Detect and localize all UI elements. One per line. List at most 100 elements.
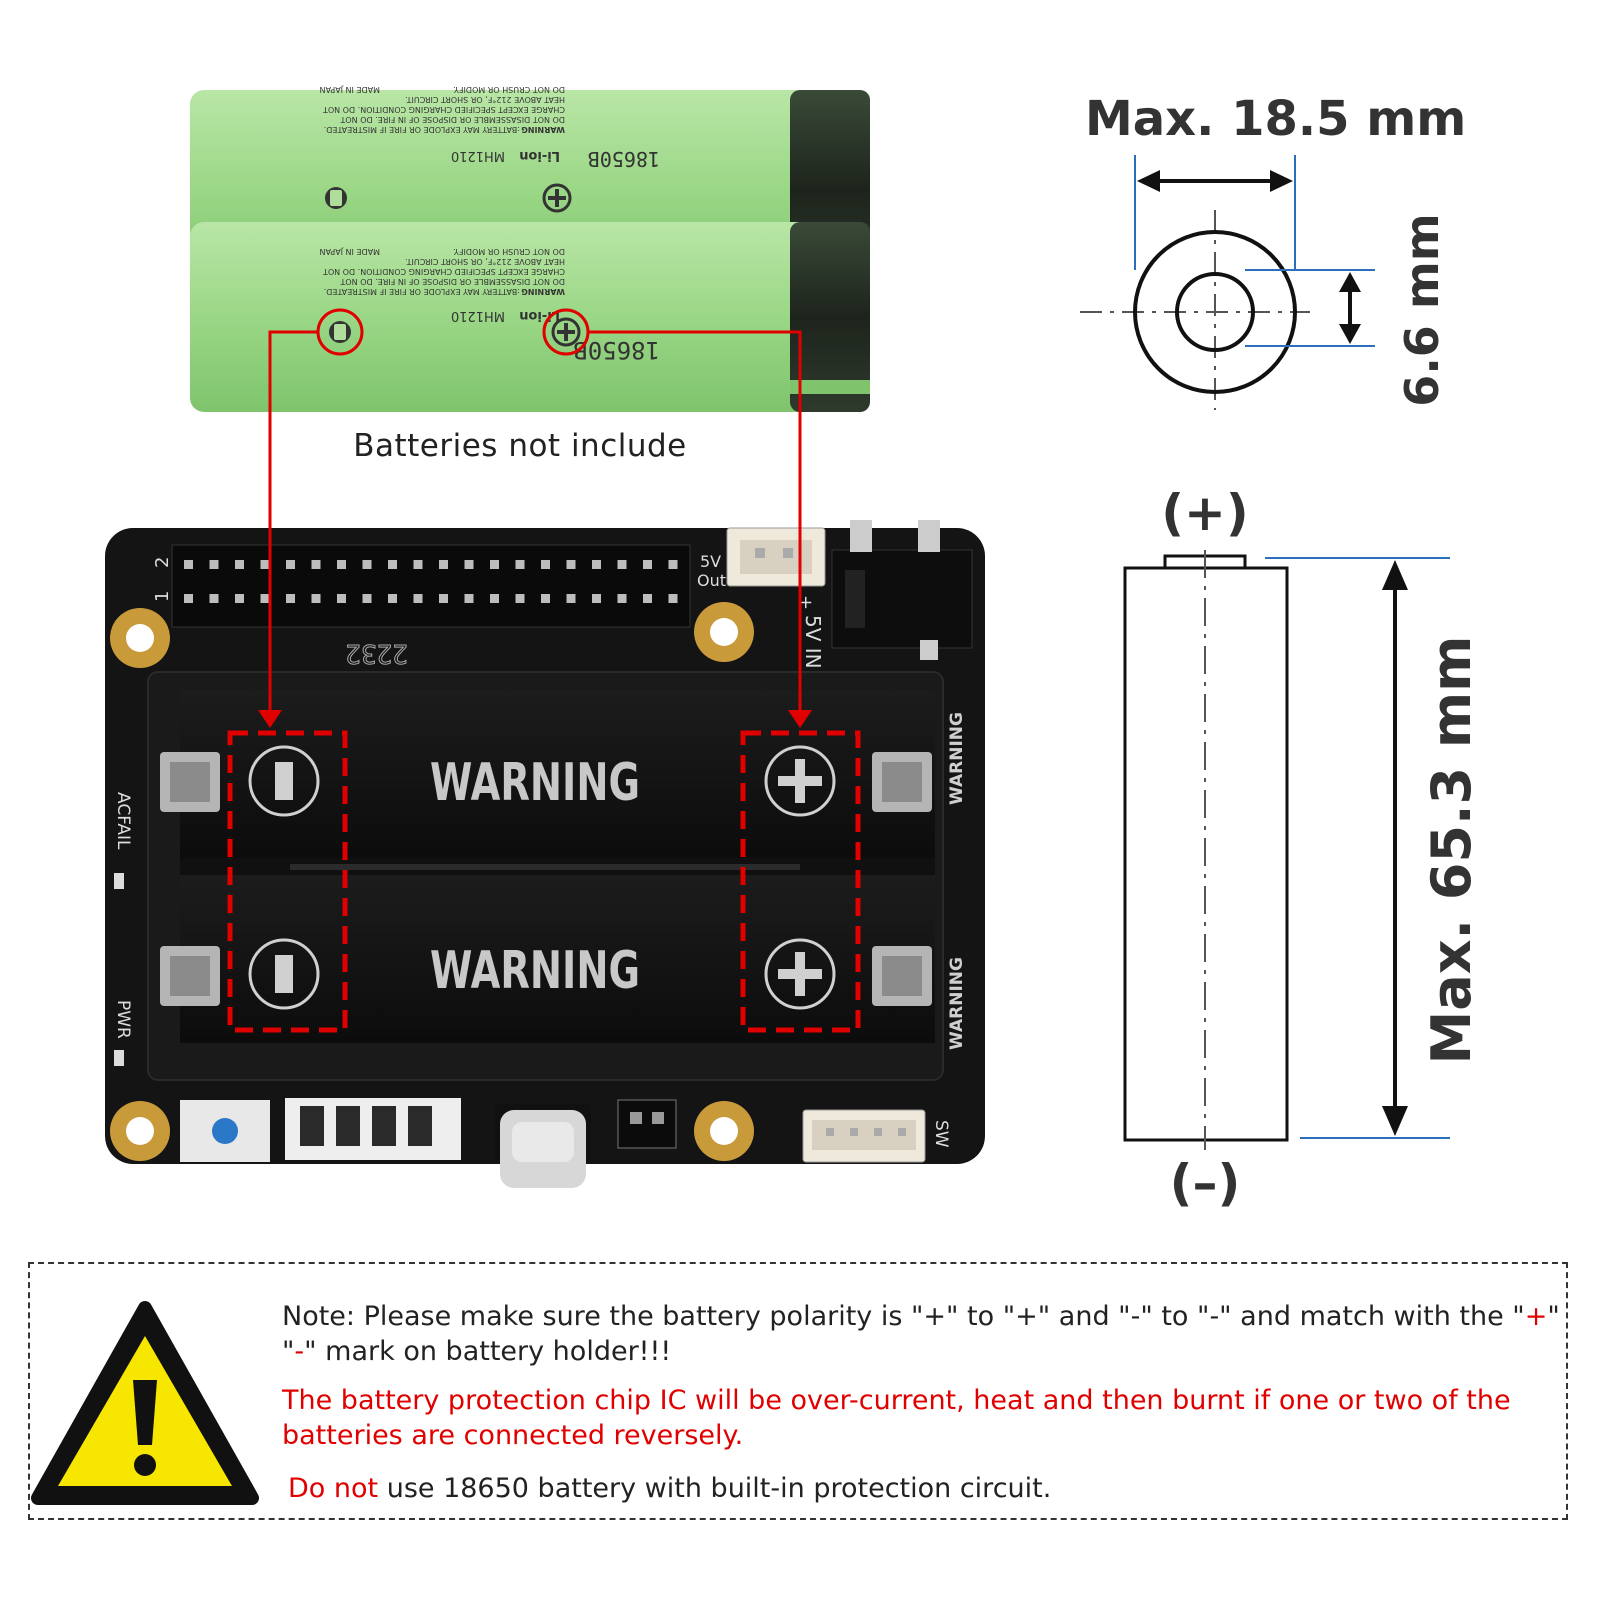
- battery-front-plus-icon: [551, 317, 581, 347]
- battery-origin-label: MADE IN JAPAN: [320, 247, 380, 256]
- mounting-hole: [110, 608, 170, 668]
- battery-warning-line: CHARGE EXCEPT SPECIFIED CHARGING CONDITI…: [323, 267, 565, 276]
- battery-code-label: MH1210: [451, 308, 505, 323]
- battery-front: 18650B Li-ion MH1210 WARNING :BATTERY MA…: [190, 222, 870, 412]
- holder-warning-top: WARNING: [430, 753, 640, 813]
- plus-arrow-line: [588, 330, 802, 712]
- gpio-pin: [362, 594, 372, 603]
- battery-warning-line: HEAT ABOVE 212°F, OR SHORT CIRCUIT.: [405, 95, 565, 104]
- chip-code-label: 2232: [345, 638, 408, 668]
- pin-1-label: 1: [152, 591, 173, 602]
- 5v-in-label: 5V IN: [801, 615, 825, 669]
- battery-warning-line: DO NOT CRUSH OR MODIFY.: [453, 247, 565, 256]
- battery-back-print: 18650B Li-ion MH1210 WARNING :BATTERY MA…: [320, 85, 660, 171]
- battery-contact: [872, 752, 932, 812]
- side-warning-bottom: WARNING: [947, 957, 967, 1050]
- pcb-board: 2 1 2232 5V Out + 5V IN WARNING WARNING: [105, 520, 985, 1188]
- gpio-pin: [541, 594, 550, 603]
- gpio-pin: [235, 560, 244, 569]
- gpio-pin: [260, 560, 270, 569]
- battery-back-plus-icon: [542, 183, 572, 213]
- gpio-pin: [184, 560, 193, 569]
- pwr-label: PWR: [113, 1000, 133, 1039]
- battery-type-label: Li-ion: [519, 148, 560, 163]
- holder-plus-icon: [764, 938, 836, 1010]
- dc-jack: [831, 520, 973, 660]
- acfail-led: [114, 873, 124, 889]
- polarity-note-suffix: " mark on battery holder!!!: [304, 1336, 672, 1367]
- terminal-size-label: 6.6 mm: [1395, 213, 1449, 406]
- gpio-pin: [566, 594, 576, 603]
- battery-warning-title: WARNING: [521, 287, 565, 296]
- polarity-note-minus: -: [294, 1336, 305, 1367]
- gpio-pin: [337, 560, 346, 569]
- gpio-pin: [439, 560, 448, 569]
- battery-model-label: 18650B: [588, 147, 660, 171]
- gpio-pin: [541, 560, 550, 569]
- gpio-header: [171, 544, 691, 628]
- polarity-note-plus: +: [1524, 1301, 1548, 1332]
- gpio-pin: [566, 560, 576, 569]
- sw-connector: [802, 1109, 926, 1163]
- battery-contact: [160, 752, 220, 812]
- plus-sign-label: +: [795, 595, 816, 610]
- battery-warning-line: CHARGE EXCEPT SPECIFIED CHARGING CONDITI…: [323, 105, 565, 114]
- battery-code-label: MH1210: [451, 148, 505, 163]
- batteries-caption: Batteries not include: [353, 428, 687, 464]
- battery-warning-line: DO NOT DISASSEMBLE OR DISPOSE OF IN FIRE…: [340, 115, 565, 124]
- pin-2-label: 2: [152, 557, 173, 568]
- sw-label: SW: [931, 1120, 951, 1148]
- plus-arrow-head-icon: [788, 710, 812, 728]
- gpio-pin: [643, 560, 652, 569]
- gpio-pin: [209, 594, 219, 603]
- gpio-pin: [464, 594, 474, 603]
- battery-warning-title: WARNING: [521, 125, 565, 134]
- gpio-pin: [643, 594, 652, 603]
- battery-origin-label: MADE IN JAPAN: [320, 85, 380, 94]
- minus-arrow-head-icon: [258, 710, 282, 728]
- protection-note: Do not use 18650 battery with built-in p…: [288, 1471, 1572, 1506]
- holder-minus-icon: [248, 938, 320, 1010]
- polarity-note-mid: " ": [282, 1301, 1560, 1367]
- gpio-pin: [668, 560, 678, 569]
- push-button: [180, 1100, 270, 1162]
- battery-back-minus-icon: [325, 187, 347, 209]
- battery-type-label: Li-ion: [519, 308, 560, 323]
- out-label: Out: [697, 571, 726, 590]
- protection-note-text: use 18650 battery with built-in protecti…: [378, 1473, 1052, 1504]
- 5v-out-label: 5V: [700, 552, 721, 571]
- side-view-diagram: (+) Max. 65.3 mm (–): [1123, 484, 1483, 1212]
- acfail-label: ACFAIL: [113, 792, 133, 850]
- battery-warning-line: :BATTERY MAY EXPLODE OR FIRE IF MISTREAT…: [324, 125, 520, 134]
- note-text: Note: Please make sure the battery polar…: [282, 1299, 1572, 1520]
- gpio-pin: [490, 594, 499, 603]
- gpio-pin: [413, 594, 423, 603]
- holder-minus-icon: [248, 745, 320, 817]
- gpio-pin: [617, 560, 627, 569]
- gpio-pin: [388, 594, 397, 603]
- gpio-pin: [286, 560, 295, 569]
- battery-contact: [872, 946, 932, 1006]
- holder-plus-icon: [764, 745, 836, 817]
- cell-terminal-circle: [1175, 272, 1255, 352]
- battery-warning-line: DO NOT DISASSEMBLE OR DISPOSE OF IN FIRE…: [340, 277, 565, 286]
- diameter-label: Max. 18.5 mm: [1085, 91, 1466, 147]
- minus-dashed-box: [227, 730, 348, 1033]
- battery-front-print: 18650B Li-ion MH1210 WARNING :BATTERY MA…: [320, 247, 660, 364]
- minus-arrow-line: [268, 330, 318, 712]
- warning-triangle-icon: [31, 1301, 259, 1505]
- jumper: [617, 1099, 677, 1149]
- gpio-pin: [490, 560, 499, 569]
- gpio-pin: [311, 560, 321, 569]
- gpio-pin: [362, 560, 372, 569]
- plus-dashed-box: [740, 730, 861, 1033]
- note-box: [28, 1262, 1568, 1520]
- battery-level-indicator: [285, 1098, 461, 1160]
- gpio-pin: [286, 594, 295, 603]
- protection-note-red: Do not: [288, 1473, 379, 1504]
- gpio-pin: [260, 594, 270, 603]
- gpio-pin: [592, 594, 601, 603]
- gpio-pin: [439, 594, 448, 603]
- gpio-pin: [209, 560, 219, 569]
- gpio-pin: [592, 560, 601, 569]
